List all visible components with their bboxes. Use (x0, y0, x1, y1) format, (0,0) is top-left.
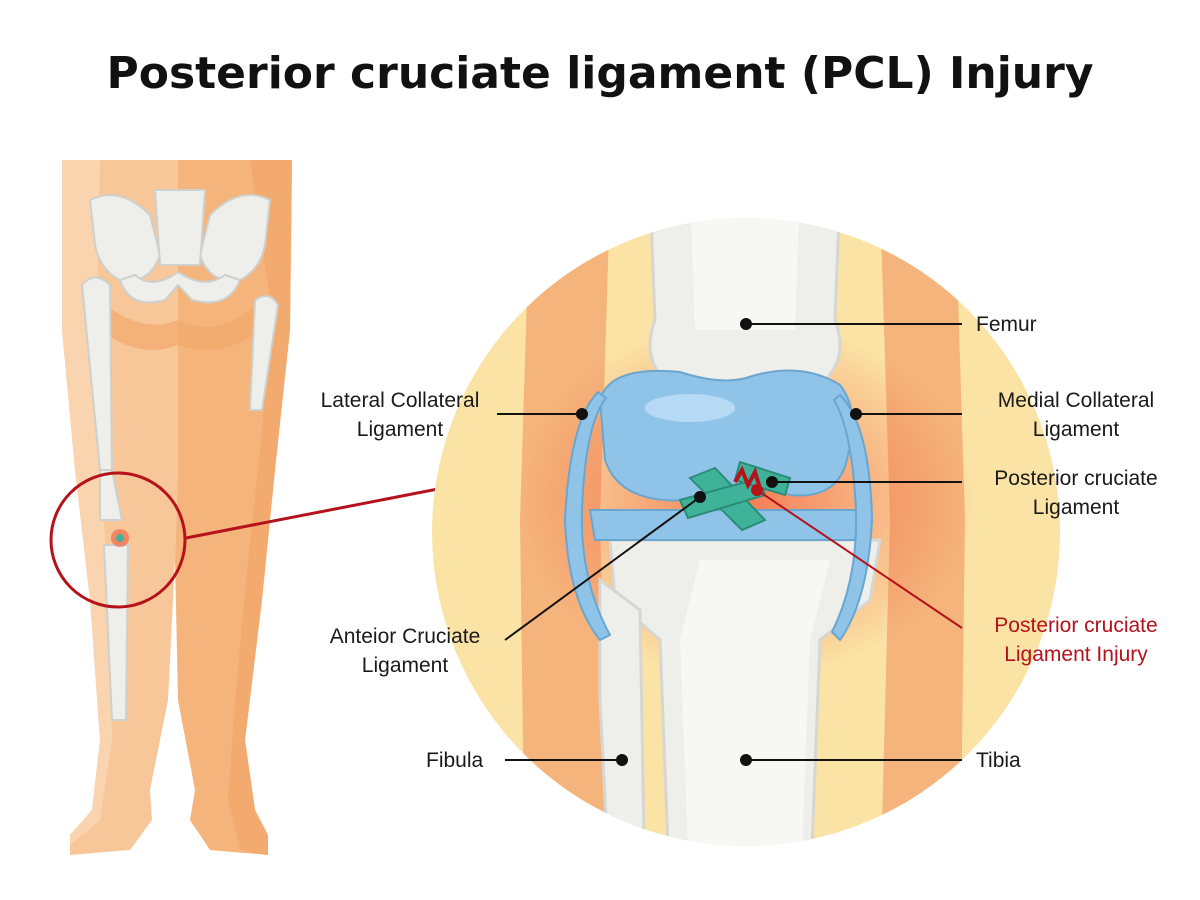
label-femur: Femur (976, 313, 1037, 336)
pelvis-bone (88, 189, 272, 304)
label-tibia: Tibia (976, 749, 1021, 772)
posterior-cruciate-ligament (733, 460, 792, 497)
label-fibula: Fibula (426, 749, 484, 772)
medial-collateral-ligament (830, 393, 874, 642)
knee-magnifier-circle (49, 471, 187, 609)
label-lateral-collateral-ligament: Lateral Collateral Ligament (320, 389, 480, 441)
lateral-collateral-ligament (563, 390, 612, 642)
legs-figure (49, 160, 629, 855)
pcl-injury-tear (733, 465, 762, 490)
label-medial-collateral-ligament: Medial Collateral Ligament (997, 389, 1155, 441)
page-title: Posterior cruciate ligament (PCL) Injury (106, 48, 1094, 99)
label-anterior-cruciate-ligament: Anteior Cruciate Ligament (329, 625, 481, 677)
label-posterior-cruciate-ligament: Posterior cruciate Ligament (994, 467, 1158, 519)
knee-detail (432, 218, 1060, 846)
label-pcl-injury: Posterior cruciate Ligament Injury (994, 614, 1158, 666)
